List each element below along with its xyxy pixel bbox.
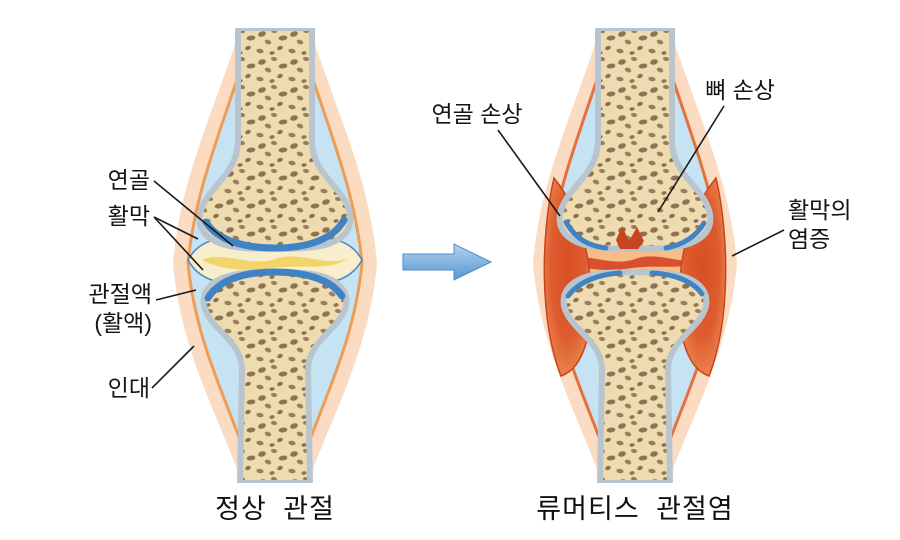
- cartilage-damaged-lower-left: [565, 270, 623, 299]
- cartilage-damaged-upper-left: [563, 219, 609, 251]
- caption-rheumatoid-arthritis: 류머티스 관절염: [536, 494, 734, 524]
- lower-bone: [560, 269, 710, 483]
- label-synovium: 활막: [107, 203, 150, 229]
- cartilage-damaged-upper-right: [663, 220, 707, 251]
- pannus-fluid: [562, 256, 708, 270]
- label-cartilage-damage: 연골 손상: [431, 101, 523, 127]
- bone-erosion: [616, 226, 644, 249]
- transition-arrow-icon: [402, 243, 493, 281]
- label-joint-fluid: 관절액 (활액): [88, 281, 152, 337]
- label-cartilage: 연골: [107, 167, 150, 193]
- caption-normal-joint: 정상 관절: [215, 494, 335, 524]
- cartilage-lower: [204, 268, 346, 302]
- cartilage-damaged-lower-right: [649, 270, 705, 297]
- synovial-fluid: [202, 256, 348, 270]
- label-synovium-inflammation: 활막의 염증: [788, 197, 852, 253]
- normal-joint-illustration: [173, 28, 377, 483]
- label-ligament: 인대: [107, 375, 150, 401]
- label-bone-damage: 뼈 손상: [705, 77, 775, 103]
